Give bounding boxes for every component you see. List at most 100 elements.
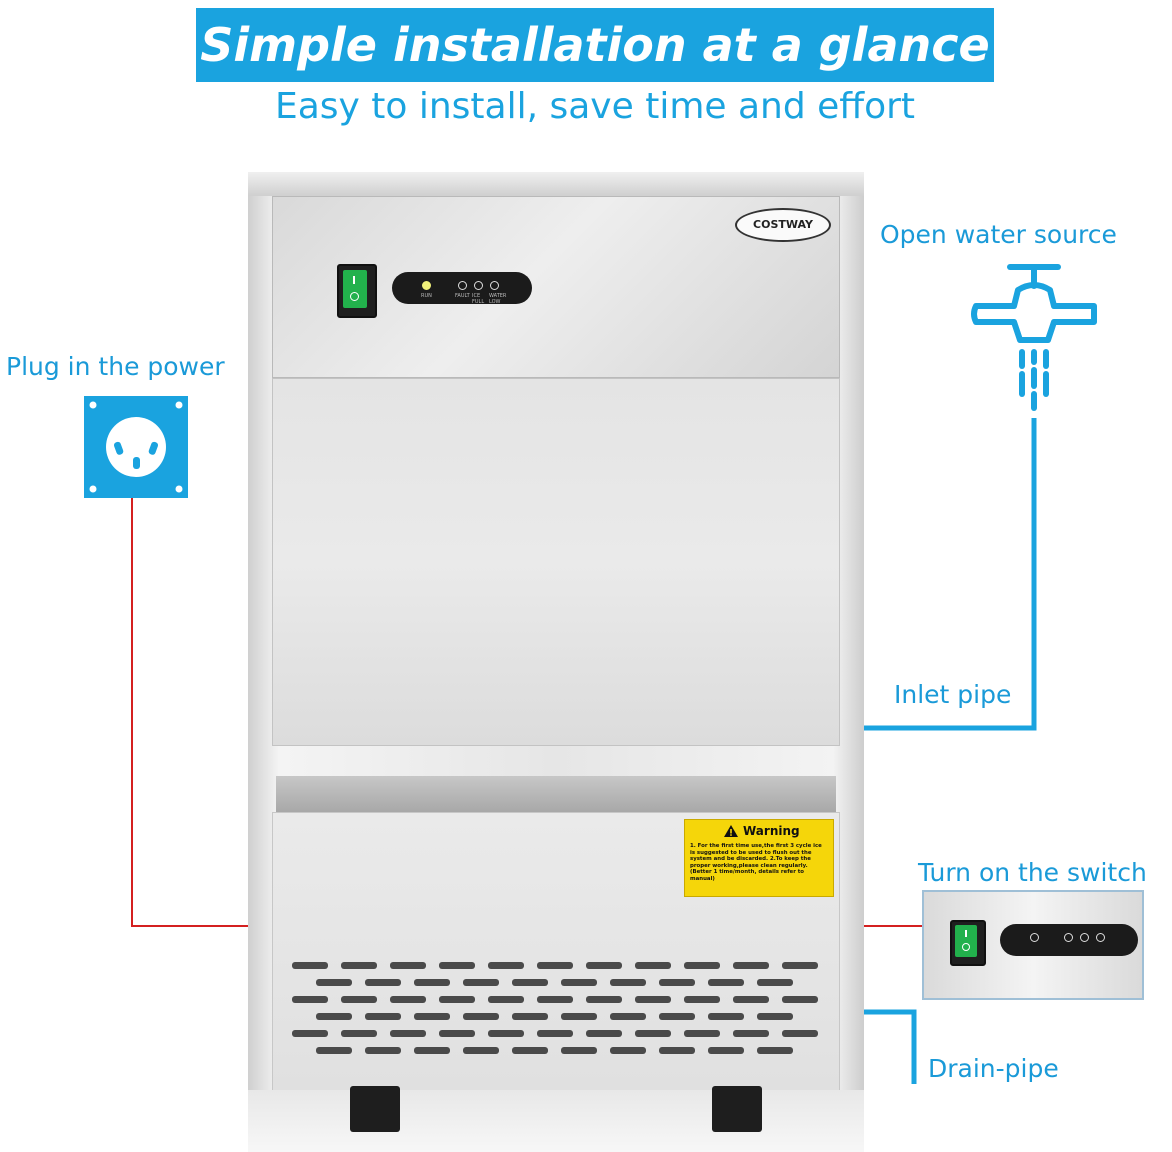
indicator-label: RUN	[421, 293, 432, 299]
vent-slot	[414, 1013, 450, 1020]
run-indicator	[422, 281, 431, 290]
vent-slot	[659, 979, 695, 986]
power-switch[interactable]	[337, 264, 377, 318]
vent-slot	[463, 979, 499, 986]
vent-slot	[757, 979, 793, 986]
power-label: Plug in the power	[6, 352, 225, 381]
vent-slot	[390, 962, 426, 969]
ice-door[interactable]	[272, 378, 840, 746]
warning-title: Warning	[743, 824, 800, 838]
water-low-indicator	[490, 281, 499, 290]
vent-slot	[757, 1013, 793, 1020]
vent-slot	[463, 1047, 499, 1054]
vent-slot	[561, 1013, 597, 1020]
run-indicator	[1030, 933, 1039, 942]
vent-slot	[463, 1013, 499, 1020]
vent-slot	[537, 962, 573, 969]
warning-triangle-icon	[724, 825, 738, 837]
drain-pipe-line	[864, 1009, 917, 1084]
water-source-label: Open water source	[880, 220, 1117, 249]
vent-slot	[610, 979, 646, 986]
vent-slot	[341, 962, 377, 969]
vent-slot	[635, 1030, 671, 1037]
vent-slot	[537, 996, 573, 1003]
vent-slot	[610, 1013, 646, 1020]
vent-slot	[659, 1047, 695, 1054]
vent-slot	[512, 1013, 548, 1020]
switch-closeup	[922, 890, 1144, 1000]
vent-slot	[684, 962, 720, 969]
vent-slot	[586, 1030, 622, 1037]
door-ledge	[276, 776, 836, 812]
vent-slot	[733, 962, 769, 969]
indicator-label: FAULT	[455, 293, 470, 299]
warning-text: 1. For the first time use,the first 3 cy…	[690, 843, 822, 882]
vent-slot	[561, 979, 597, 986]
vent-slot	[635, 962, 671, 969]
vent-slot	[757, 1047, 793, 1054]
vent-slot	[292, 996, 328, 1003]
ice-full-indicator	[1080, 933, 1089, 942]
vent-slot	[708, 1013, 744, 1020]
vent-slot	[586, 996, 622, 1003]
vent-slot	[292, 962, 328, 969]
brand-logo: COSTWAY	[735, 208, 831, 242]
vent-slot	[733, 996, 769, 1003]
page-subtitle: Easy to install, save time and effort	[274, 86, 916, 127]
vent-slot	[782, 996, 818, 1003]
inlet-pipe-line	[864, 418, 1037, 731]
vent-slot	[414, 979, 450, 986]
vent-slot	[488, 996, 524, 1003]
vent-slot	[439, 1030, 475, 1037]
ice-full-indicator	[474, 281, 483, 290]
vent-slot	[365, 1047, 401, 1054]
power-socket-icon	[84, 396, 188, 498]
vent-slot	[341, 1030, 377, 1037]
water-low-indicator	[1096, 933, 1105, 942]
vent-slot	[684, 996, 720, 1003]
vent-slot	[292, 1030, 328, 1037]
vent-slot	[365, 1013, 401, 1020]
top-cap	[248, 172, 864, 196]
vent-slot	[635, 996, 671, 1003]
vent-slot	[512, 979, 548, 986]
left-foot	[350, 1086, 400, 1132]
page-title: Simple installation at a glance	[196, 8, 994, 82]
drain-pipe-label: Drain-pipe	[928, 1054, 1059, 1083]
vent-slot	[341, 996, 377, 1003]
warning-label: Warning 1. For the first time use,the fi…	[684, 819, 834, 897]
indicator-label: ICE FULL	[472, 293, 485, 305]
vent-slot	[512, 1047, 548, 1054]
inlet-pipe-label: Inlet pipe	[894, 680, 1012, 709]
vent-slot	[488, 1030, 524, 1037]
closeup-power-switch[interactable]	[950, 920, 986, 966]
right-foot	[712, 1086, 762, 1132]
vent-slot	[586, 962, 622, 969]
vent-slot	[782, 962, 818, 969]
closeup-indicator-panel	[1000, 924, 1138, 956]
vent-slot	[414, 1047, 450, 1054]
vent-slot	[390, 1030, 426, 1037]
ventilation-grille	[292, 962, 822, 1062]
vent-slot	[684, 1030, 720, 1037]
vent-slot	[561, 1047, 597, 1054]
vent-slot	[316, 1047, 352, 1054]
vent-slot	[316, 979, 352, 986]
vent-slot	[439, 996, 475, 1003]
vent-slot	[708, 1047, 744, 1054]
vent-slot	[488, 962, 524, 969]
turn-on-switch-label: Turn on the switch	[918, 858, 1147, 887]
machine-base	[248, 1090, 864, 1152]
water-faucet-icon	[970, 262, 1098, 412]
vent-slot	[659, 1013, 695, 1020]
vent-slot	[610, 1047, 646, 1054]
vent-slot	[537, 1030, 573, 1037]
vent-slot	[365, 979, 401, 986]
power-cable-line	[131, 498, 248, 927]
vent-slot	[439, 962, 475, 969]
fault-indicator	[458, 281, 467, 290]
vent-slot	[782, 1030, 818, 1037]
indicator-panel: RUN FAULT ICE FULL WATER LOW	[392, 272, 532, 305]
vent-slot	[390, 996, 426, 1003]
